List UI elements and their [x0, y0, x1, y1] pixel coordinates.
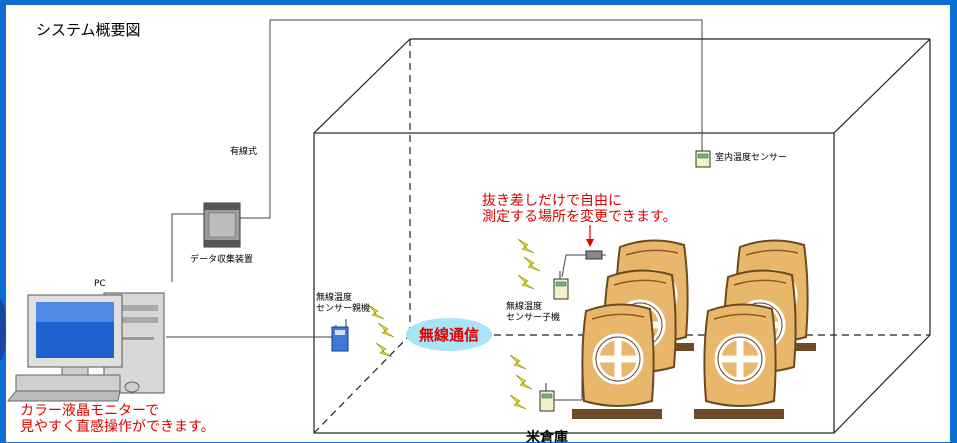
side-decoration	[0, 300, 6, 360]
warehouse-label: 米倉庫	[526, 430, 568, 442]
data-collector-label: データ収集装置	[190, 255, 254, 265]
diagram-title: システム概要図	[36, 21, 141, 39]
monitor-note: カラー液晶モニターで 見やすく直感操作ができます。	[20, 403, 215, 435]
warehouse-box	[313, 38, 931, 434]
rice-bags	[572, 240, 816, 419]
diagram-canvas: システム概要図 有線式 データ収集装置 PC 室内温度センサー 無線温度 センサ…	[6, 5, 950, 442]
wired-label: 有線式	[230, 147, 258, 157]
room-sensor-icon	[695, 150, 711, 168]
pc-icon	[6, 292, 165, 402]
wireless-label: 無線通信	[418, 326, 479, 344]
pc-label: PC	[94, 279, 106, 289]
plug-note: 抜き差しだけで自由に 測定する場所を変更できます。	[482, 193, 677, 225]
data-collector-icon	[203, 202, 241, 248]
wireless-communication-bubble: 無線通信	[406, 318, 492, 351]
diagram-drawing	[6, 19, 931, 434]
child-sensor-label: 無線温度 センサー子機	[506, 302, 561, 323]
room-sensor-label: 室内温度センサー	[715, 153, 788, 163]
parent-sensor-icon	[331, 319, 349, 352]
parent-sensor-label: 無線温度 センサー親機	[316, 293, 371, 314]
plug-arrow	[586, 225, 594, 247]
